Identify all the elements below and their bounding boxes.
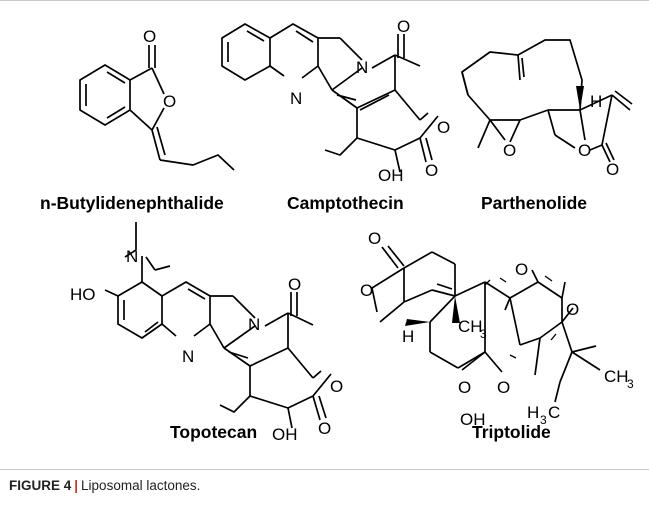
atom-label: H [527,403,539,422]
atom-label: O [578,141,591,160]
atom-label: O [330,377,343,396]
atom-label: O [425,161,438,180]
atom-label: O [566,300,579,319]
atom-label: H [590,92,602,111]
compound-name: Camptothecin [287,193,404,213]
caption-separator: | [74,478,79,493]
compound-name: Triptolide [472,422,551,442]
atom-label: O [143,27,156,46]
atom-label: N [248,315,260,334]
atom-label: OH [272,425,298,444]
atom-label: CH [604,367,629,386]
atom-label: OH [460,410,486,429]
atom-label: N [290,89,302,108]
compound-name: Parthenolide [481,193,587,213]
structure-triptolide: O O H CH 3 O O O OH O H 3 C CH 3 [360,229,634,429]
atom-label: O [515,260,528,279]
compound-name: Topotecan [170,422,257,442]
atom-label: O [288,275,301,294]
atom-label: O [368,229,381,248]
atom-label: O [497,378,510,397]
figure-caption: FIGURE 4|Liposomal lactones. [9,478,200,493]
structure-parthenolide: H O O O [461,39,633,179]
atom-label: OH [378,166,404,185]
figure-frame [0,0,649,470]
structure-topotecan: N HO N N O O O OH [70,222,343,444]
atom-label: O [360,281,373,300]
structure-n-butylidenephthalide: O O [79,27,235,171]
atom-label: 3 [540,413,547,427]
caption-text: Liposomal lactones. [81,478,201,493]
atom-label: O [318,419,331,438]
atom-label: HO [70,285,96,304]
structures-figure: O O N N O O O OH [40,17,634,444]
atom-label: O [503,141,516,160]
figure-label: FIGURE 4 [9,478,72,493]
atom-label: CH [458,317,483,336]
atom-label: N [126,247,138,266]
atom-label: 3 [627,377,634,391]
structure-camptothecin: N N O O O OH [221,17,450,185]
atom-label: O [397,17,410,36]
atom-label: N [182,347,194,366]
atom-label: 3 [480,327,487,341]
atom-label: N [356,58,368,77]
compound-name: n-Butylidenephthalide [40,193,224,213]
atom-label: H [402,327,414,346]
atom-label: O [606,160,619,179]
atom-label: O [437,118,450,137]
atom-label: C [548,403,560,422]
atom-label: O [163,92,176,111]
atom-label: O [458,378,471,397]
